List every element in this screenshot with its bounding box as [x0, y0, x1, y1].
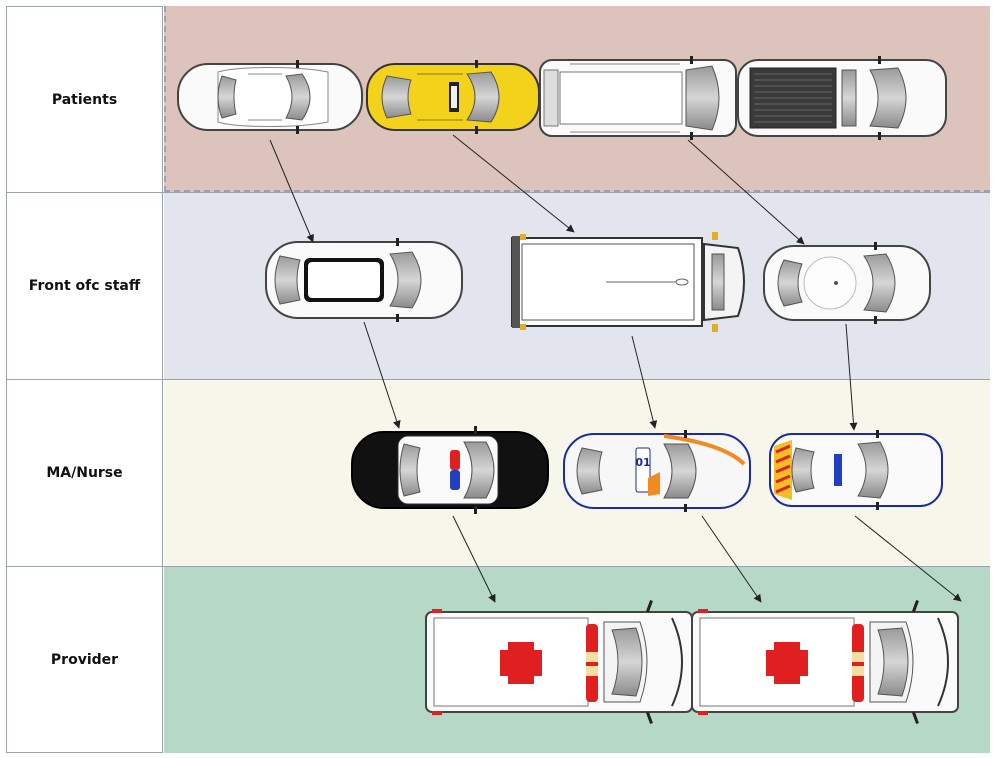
- box-truck-icon: [511, 232, 745, 332]
- white-coupe-icon: [265, 238, 463, 322]
- lane-label-front-ofc-staff: Front ofc staff: [6, 193, 163, 379]
- flow-arrow: [701, 515, 762, 603]
- white-van-icon: [539, 56, 737, 140]
- black-police-car-icon: [351, 426, 549, 514]
- white-pickup-icon: [737, 56, 947, 140]
- lane-label-provider: Provider: [6, 567, 163, 753]
- flow-arrow: [845, 323, 858, 431]
- lane-label-patients: Patients: [6, 6, 163, 192]
- flow-arrow: [269, 139, 314, 243]
- lane-divider: [6, 566, 990, 567]
- flow-arrow: [854, 515, 962, 602]
- flow-arrow: [687, 139, 805, 245]
- police-number-label: 01: [635, 456, 650, 469]
- yellow-taxi-icon: [366, 60, 540, 134]
- police-car-chevron-icon: [769, 430, 943, 510]
- flow-arrow: [631, 335, 658, 429]
- white-beetle-icon: [763, 242, 931, 324]
- white-sedan-icon: [177, 60, 363, 134]
- flow-arrow: [452, 515, 496, 603]
- flow-arrow: [363, 321, 401, 429]
- flow-arrow: [452, 134, 575, 233]
- ambulance-icon: [425, 600, 693, 724]
- ambulance-icon: [691, 600, 959, 724]
- lane-divider: [6, 379, 990, 380]
- lane-divider: [6, 192, 990, 193]
- lane-label-ma-nurse: MA/Nurse: [6, 380, 163, 566]
- police-car-01-icon: 01: [563, 430, 751, 512]
